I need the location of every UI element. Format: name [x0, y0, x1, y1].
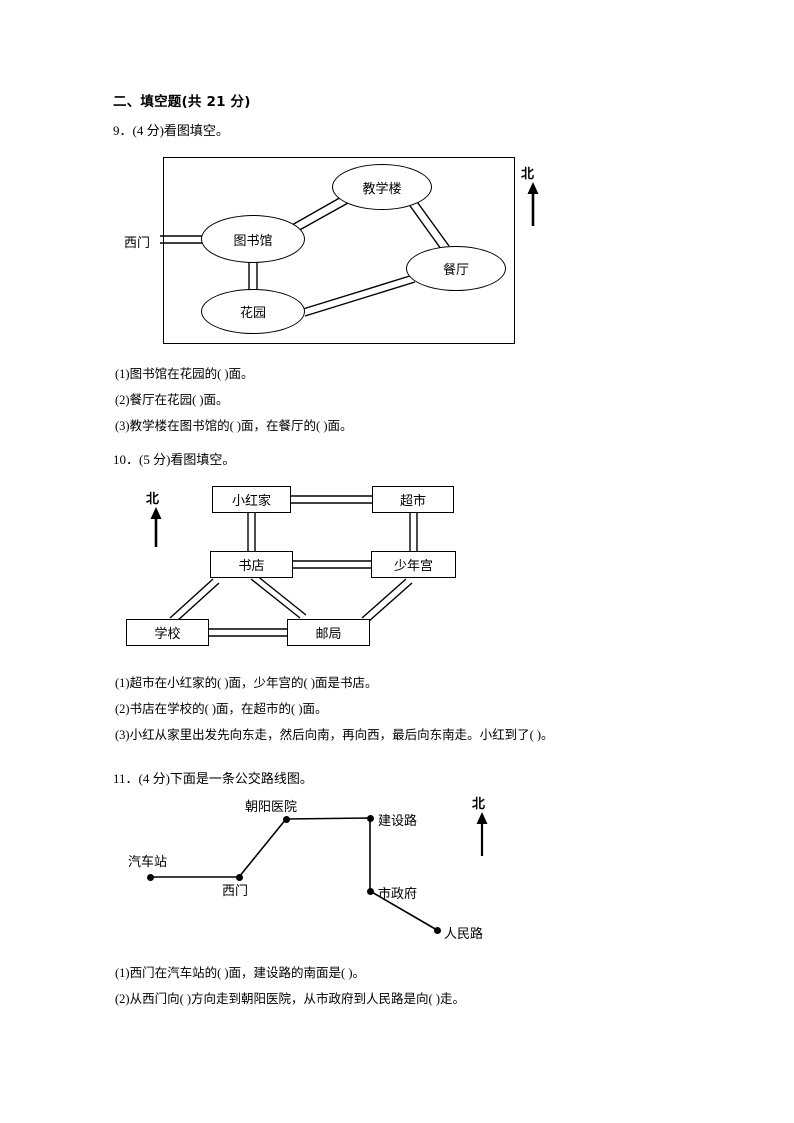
- figure-3-stop-dot-west-gate: [235, 873, 243, 881]
- figure-3-label-chaoyang-hospital: 朝阳医院: [245, 799, 298, 814]
- figure-2-node-bookstore: 书店: [210, 551, 293, 578]
- question-11-line-1: (1)西门在汽车站的( )面，建设路的南面是( )。: [115, 966, 365, 980]
- figure-3-label-renmin-road: 人民路: [444, 926, 484, 941]
- figure-1-node-garden: 花园: [201, 289, 305, 334]
- question-9-line-2: (2)餐厅在花园( )面。: [115, 393, 229, 407]
- figure-3-label-west-gate: 西门: [222, 883, 249, 898]
- question-11-head: 11．(4 分)下面是一条公交路线图。: [113, 771, 313, 786]
- figure-1-node-canteen: 餐厅: [406, 246, 506, 291]
- figure-3-stop-dot-bus-station: [146, 873, 154, 881]
- question-9-line-1: (1)图书馆在花园的( )面。: [115, 367, 254, 381]
- figure-1-node-teaching-building: 教学楼: [332, 164, 432, 210]
- figure-1-north-arrow-icon: [527, 182, 539, 226]
- figure-3-label-bus-station: 汽车站: [128, 854, 168, 869]
- question-10-line-1: (1)超市在小红家的( )面，少年宫的( )面是书店。: [115, 676, 378, 690]
- question-11-line-2: (2)从西门向( )方向走到朝阳医院，从市政府到人民路是向( )走。: [115, 992, 465, 1006]
- figure-2-node-xiaohong-home: 小红家: [212, 486, 291, 513]
- figure-2-node-post-office: 邮局: [287, 619, 370, 646]
- figure-3-north-label: 北: [472, 797, 486, 812]
- figure-2-north-label: 北: [146, 492, 160, 507]
- section-heading: 二、填空题(共 21 分): [113, 94, 251, 110]
- figure-1-north-label: 北: [521, 167, 535, 182]
- figure-3-label-jianshe-road: 建设路: [378, 813, 418, 828]
- figure-3-stop-dot-renmin-road: [433, 926, 441, 934]
- question-10-line-3: (3)小红从家里出发先向东走，然后向南，再向西，最后向东南走。小红到了( )。: [115, 728, 554, 742]
- question-10-line-2: (2)书店在学校的( )面，在超市的( )面。: [115, 702, 328, 716]
- figure-1-node-library: 图书馆: [201, 215, 305, 263]
- figure-3-stop-dot-jianshe-road: [366, 814, 374, 822]
- figure-2-north-arrow-icon: [150, 507, 162, 547]
- figure-1-west-gate-label: 西门: [124, 235, 151, 250]
- question-10-head: 10．(5 分)看图填空。: [113, 452, 236, 467]
- figure-2-node-youth-palace: 少年宫: [371, 551, 456, 578]
- figure-3-north-arrow-icon: [476, 812, 488, 856]
- figure-3-label-city-hall: 市政府: [378, 886, 418, 901]
- question-9-head: 9．(4 分)看图填空。: [113, 123, 229, 138]
- question-9-line-3: (3)教学楼在图书馆的( )面，在餐厅的( )面。: [115, 419, 353, 433]
- figure-2-node-school: 学校: [126, 619, 209, 646]
- figure-2-node-supermarket: 超市: [372, 486, 454, 513]
- figure-3-stop-dot-city-hall: [366, 887, 374, 895]
- figure-3-stop-dot-chaoyang-hospital: [282, 815, 290, 823]
